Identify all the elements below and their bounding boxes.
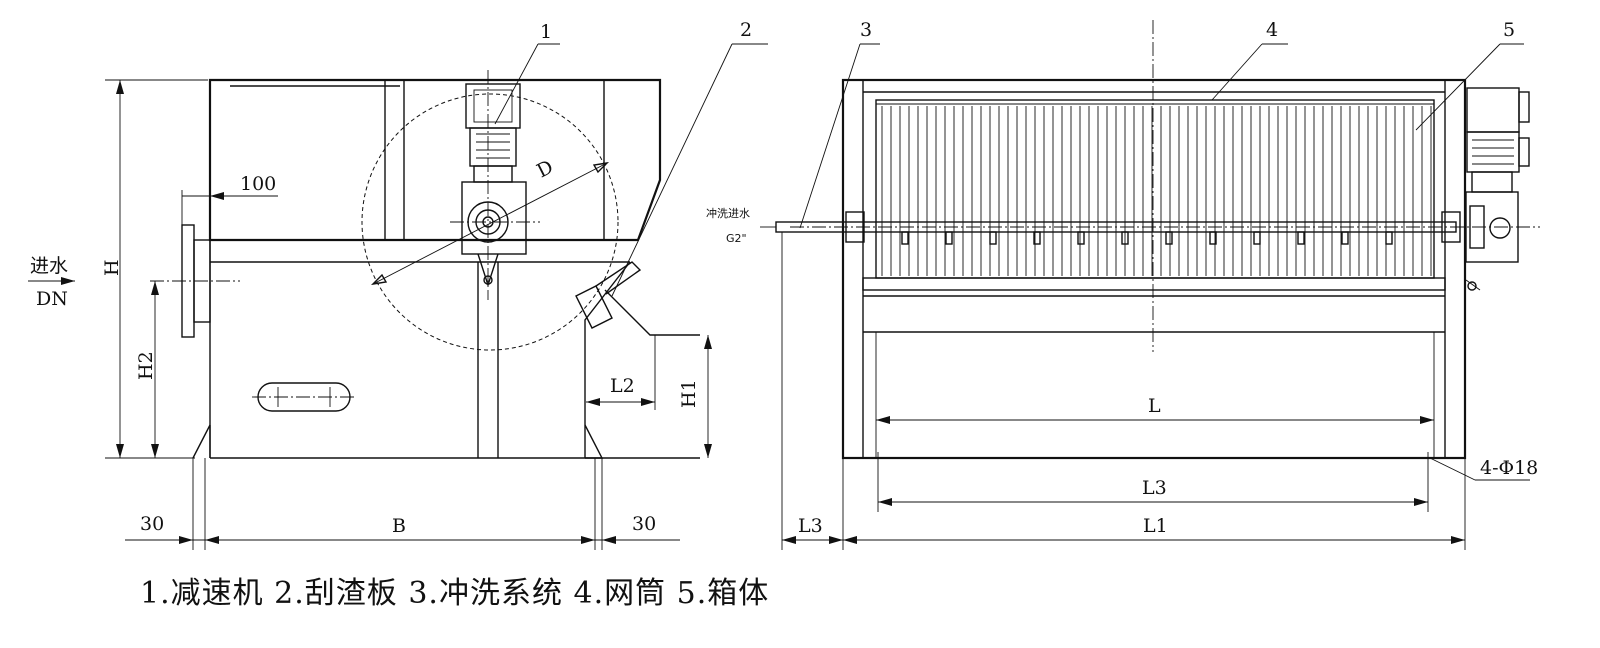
mount-holes-label: 4-Φ18 [1480,457,1538,479]
callout-1: 1 [540,21,552,43]
right-foot [584,424,604,459]
drum-circle [361,93,619,351]
spray-nozzle [1077,231,1085,245]
spray-nozzle [945,231,953,245]
dim-B: B [392,515,406,537]
dim-H: H [101,259,123,276]
scraper-plate [575,261,642,329]
spray-nozzle [1165,231,1173,245]
spray-nozzles [901,231,1393,245]
inlet-label-top: 进水 [30,255,68,277]
dim-100: 100 [240,173,276,195]
tank-box [841,78,1467,460]
callout-2: 2 [740,19,752,41]
dim-L1: L1 [1143,515,1168,537]
dim-D: D [533,156,557,183]
inlet-flange [150,224,240,338]
drum-ribs [881,106,1432,276]
callout-3: 3 [860,19,872,41]
spray-nozzle [989,231,997,245]
dim-right-30: 30 [632,513,656,535]
spray-nozzle [1385,231,1393,245]
front-view: 4-Φ18 冲洗进水 G2" L L3 L3 L1 3 4 [706,19,1540,550]
dim-L3-outer: L3 [798,515,823,537]
flush-label-bottom: G2" [726,232,747,245]
spray-nozzle [1253,231,1261,245]
parts-legend: 1.减速机 2.刮渣板 3.冲洗系统 4.网筒 5.箱体 [140,576,770,611]
dim-L: L [1148,395,1161,417]
spray-nozzle [1209,231,1217,245]
dim-left-30: 30 [140,513,164,535]
spray-nozzle [1121,231,1129,245]
spray-nozzle [1297,231,1305,245]
spray-nozzle [1033,231,1041,245]
spray-nozzle [1341,231,1349,245]
dim-L2: L2 [610,375,635,397]
dim-H2: H2 [135,351,157,380]
left-foot [192,424,211,459]
reducer-motor [450,70,540,300]
flush-label-top: 冲洗进水 [706,206,750,220]
outlet-chute [604,289,700,336]
drive-motor [1465,87,1530,291]
callout-5: 5 [1503,19,1515,41]
inlet-label-bottom: DN [36,288,68,310]
tank-outline [208,78,662,242]
dim-H1: H1 [678,379,700,408]
callout-4: 4 [1266,19,1278,41]
dim-L3-inner: L3 [1142,477,1167,499]
side-view: D H H2 H1 L2 100 [28,19,768,550]
spray-nozzle [901,231,909,245]
